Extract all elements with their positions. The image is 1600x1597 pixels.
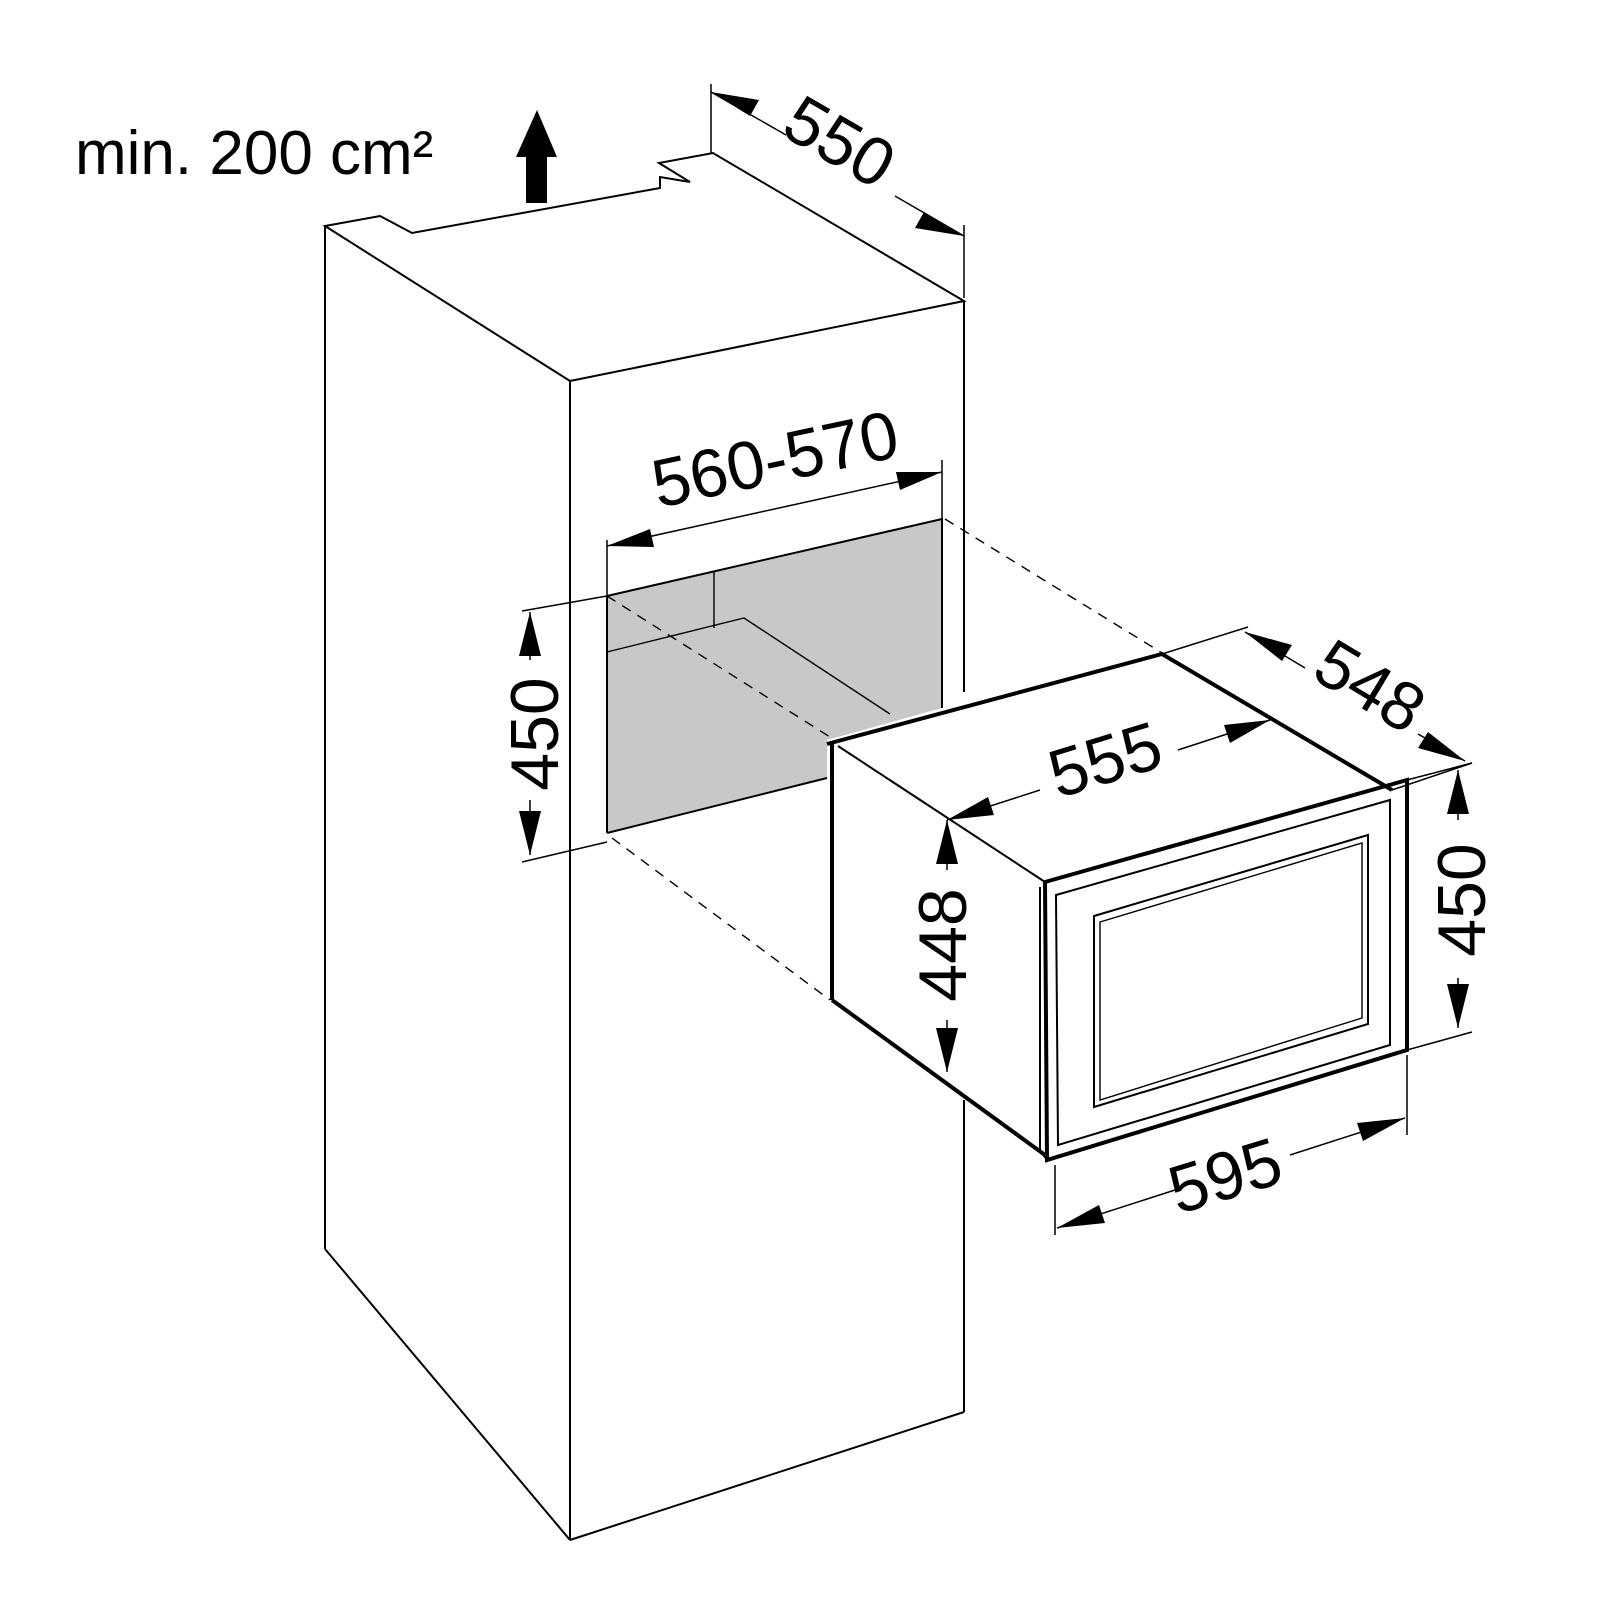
- dim-arrowhead: [711, 92, 759, 116]
- dim-arrowhead: [915, 212, 964, 236]
- dim-arrowhead: [607, 529, 654, 547]
- dim-arrowhead: [947, 797, 994, 820]
- dimension-front-450: 450: [1406, 762, 1500, 1051]
- dim-arrowhead: [1224, 720, 1270, 743]
- ventilation-indicator: min. 200 cm²: [75, 110, 557, 203]
- dim-arrowhead: [896, 472, 942, 490]
- dim-label-niche-height: 450: [497, 677, 573, 790]
- dim-arrowhead: [1057, 1205, 1105, 1228]
- dim-arrowhead: [519, 811, 541, 855]
- dim-arrowhead: [519, 612, 541, 656]
- dimension-448: 448: [905, 820, 981, 1072]
- dim-arrowhead: [1447, 984, 1469, 1028]
- dim-label-front-height: 450: [1424, 843, 1500, 956]
- dim-label-front-width: 595: [1160, 1123, 1291, 1229]
- projection-lines: [606, 518, 1168, 1001]
- tall-cabinet: [322, 151, 967, 1541]
- dim-arrowhead: [936, 820, 958, 864]
- dimension-555: 555: [946, 707, 1271, 821]
- arrow-up-icon: [516, 110, 557, 203]
- dim-arrowhead: [1447, 770, 1469, 814]
- dim-label-cabinet-depth: 550: [771, 81, 907, 204]
- niche-opening: [606, 517, 943, 834]
- ventilation-note: min. 200 cm²: [75, 119, 433, 188]
- dim-label-body-width: 555: [1040, 707, 1171, 813]
- dim-arrowhead: [1245, 632, 1292, 661]
- dimension-595: 595: [1054, 1055, 1408, 1235]
- dim-arrowhead: [936, 1028, 958, 1072]
- dim-label-body-height: 448: [905, 888, 981, 1001]
- dim-label-niche-width: 560-570: [645, 396, 905, 522]
- dim-label-appliance-depth: 548: [1302, 624, 1438, 748]
- dimension-550: 550: [710, 81, 965, 298]
- dim-arrowhead: [1418, 732, 1465, 761]
- dimension-niche-450: 450: [497, 595, 608, 863]
- dim-arrowhead: [1357, 1118, 1405, 1141]
- dimension-548: 548: [1161, 624, 1473, 791]
